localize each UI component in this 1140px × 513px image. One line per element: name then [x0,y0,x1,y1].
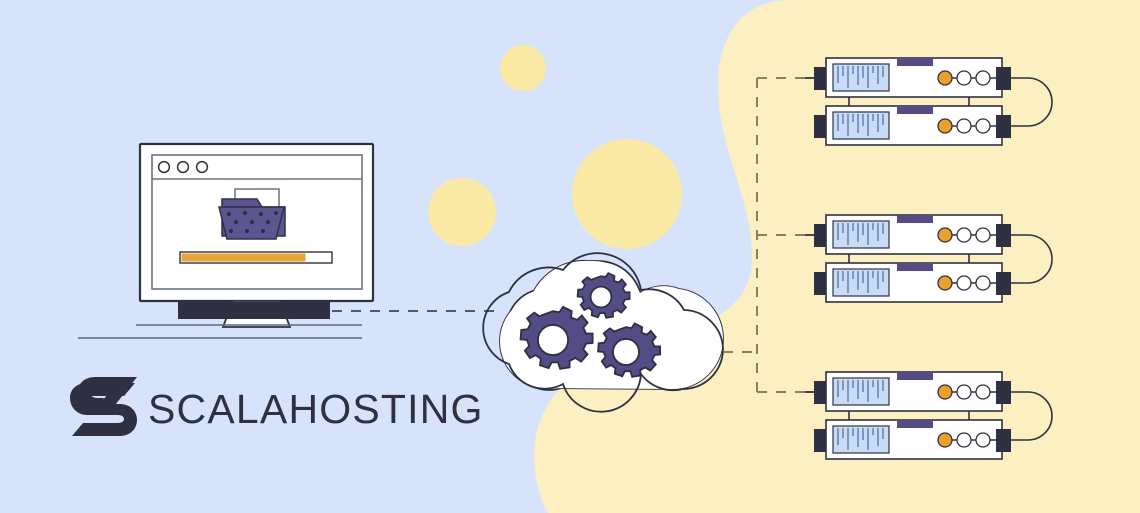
brand-logo[interactable]: SCALAHOSTING [70,377,484,436]
decor-circle-small [500,45,546,91]
server-group-middle [805,214,1053,303]
server-right-cap [996,67,1011,90]
server-vent-panel [832,377,890,406]
server-status-light-active[interactable] [937,227,953,243]
server-right-cap [996,115,1011,138]
server-vent-slats [837,271,884,293]
server-status-light-idle[interactable] [956,432,972,448]
server-status-light-active[interactable] [937,70,953,86]
server-unit[interactable] [814,262,1011,303]
server-status-light-idle[interactable] [956,227,972,243]
server-vent-panel [832,220,890,249]
server-indicator-strip [897,106,933,114]
server-status-light-idle[interactable] [956,275,972,291]
server-status-light-active[interactable] [937,275,953,291]
server-unit[interactable] [805,57,1011,98]
server-status-light-idle[interactable] [975,70,991,86]
folder-with-document-icon [218,188,286,240]
window-control-dot[interactable] [157,160,171,174]
server-cable-loop [1003,77,1053,127]
gear-icon[interactable] [519,305,594,370]
server-vent-slats [837,223,884,245]
server-vent-slats [837,428,884,450]
server-status-light-active[interactable] [937,432,953,448]
brand-name: SCALAHOSTING [148,386,484,432]
server-vent-slats [837,114,884,136]
server-vent-panel [832,268,890,297]
server-right-cap [996,272,1011,295]
decor-circle-medium [428,178,496,246]
server-status-light-idle[interactable] [975,118,991,134]
server-status-light-idle[interactable] [956,384,972,400]
server-cable-loop [1003,391,1053,441]
progress-fill [181,253,306,262]
download-progress-bar [179,251,333,264]
server-indicator-strip [897,372,933,380]
server-status-light-idle[interactable] [956,70,972,86]
desktop-monitor [138,142,375,328]
window-control-dot[interactable] [176,160,190,174]
server-status-light-idle[interactable] [975,432,991,448]
server-right-cap [996,224,1011,247]
server-group-top [805,57,1053,146]
server-vent-slats [837,380,884,402]
folder-dot-pattern [226,210,279,234]
server-right-cap [996,381,1011,404]
server-vent-slats [837,66,884,88]
server-status-light-idle[interactable] [975,384,991,400]
server-status-light-active[interactable] [937,118,953,134]
scalahosting-s-logo-icon [70,377,137,436]
server-vent-panel [832,111,890,140]
cloud-processing [482,252,724,413]
window-control-dot[interactable] [195,160,209,174]
monitor-stand-base [178,302,330,319]
server-vent-panel [832,63,890,92]
server-cable-loop [1003,234,1053,284]
server-unit[interactable] [814,419,1011,460]
server-unit[interactable] [805,371,1011,412]
server-status-light-active[interactable] [937,384,953,400]
server-indicator-strip [897,58,933,66]
decor-circle-large [572,139,682,249]
server-right-cap [996,429,1011,452]
cloud-outline [482,252,724,413]
gear-icon[interactable] [597,322,662,378]
server-unit[interactable] [805,214,1011,255]
server-unit[interactable] [814,105,1011,146]
server-status-light-idle[interactable] [975,275,991,291]
server-indicator-strip [897,215,933,223]
server-indicator-strip [897,263,933,271]
server-indicator-strip [897,420,933,428]
server-status-light-idle[interactable] [956,118,972,134]
gear-icon[interactable] [576,272,631,319]
server-group-bottom [805,371,1053,460]
server-status-light-idle[interactable] [975,227,991,243]
server-vent-panel [832,425,890,454]
